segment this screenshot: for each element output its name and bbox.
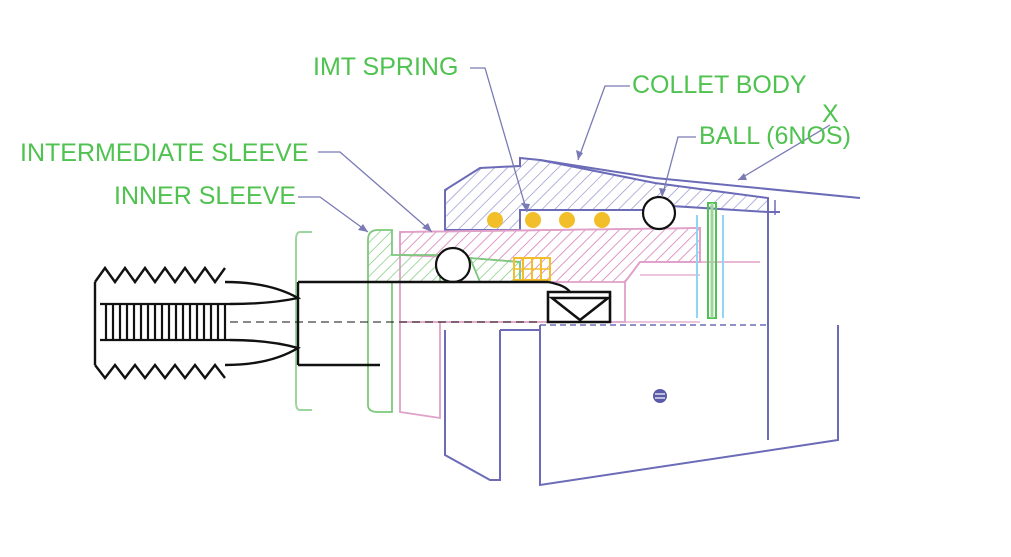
leader-intermediate-sleeve — [318, 151, 433, 233]
spring-coil — [559, 212, 575, 228]
inner-sleeve — [295, 229, 521, 413]
balls — [434, 195, 677, 284]
leader-x — [737, 124, 831, 181]
label-imt-spring: IMT SPRING — [313, 53, 458, 81]
label-intermediate-sleeve: INTERMEDIATE SLEEVE — [20, 139, 309, 167]
tool-shank — [93, 265, 612, 380]
leader-inner-sleeve — [298, 196, 369, 233]
screw-icon — [653, 389, 667, 403]
leader-lines — [298, 67, 831, 233]
intermediate-sleeve — [399, 227, 760, 420]
spring-coil — [525, 212, 541, 228]
leader-ball — [661, 136, 696, 198]
collet-body — [444, 156, 861, 487]
retaining-pins — [696, 202, 724, 319]
label-inner-sleeve: INNER SLEEVE — [114, 182, 296, 210]
collet-ball — [641, 195, 677, 231]
leader-imt-spring — [470, 67, 528, 213]
label-collet-body: COLLET BODY — [632, 71, 807, 99]
label-x: X — [822, 100, 839, 128]
locking-ball — [434, 246, 472, 284]
spring-coil — [594, 212, 610, 228]
label-ball: BALL (6NOS) — [699, 122, 851, 150]
leader-arrowheads — [358, 150, 747, 232]
spring-coil — [487, 212, 503, 228]
roller-cage — [513, 257, 551, 281]
leader-collet-body — [577, 85, 630, 161]
imt-spring — [487, 212, 610, 228]
